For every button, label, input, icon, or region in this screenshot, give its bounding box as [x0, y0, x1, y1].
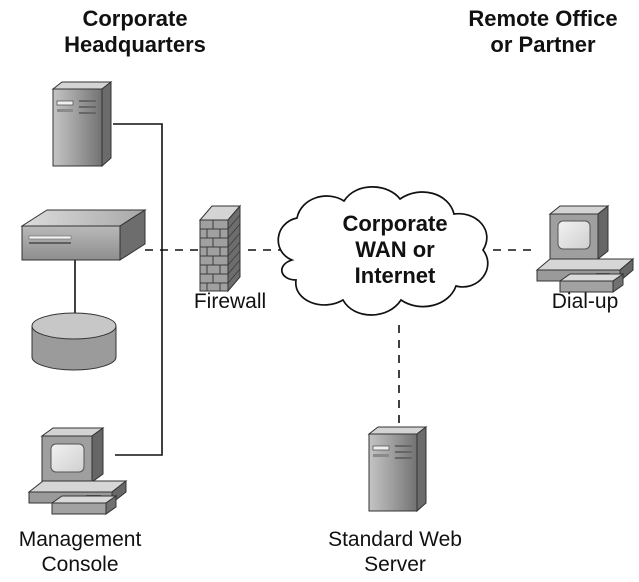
- tower-server-icon: [367, 425, 428, 513]
- solid-links: [74, 123, 163, 456]
- management-console-label: Management Console: [18, 528, 142, 576]
- dashed-links: [145, 249, 537, 425]
- firewall-label: Firewall: [193, 290, 267, 313]
- headquarters-label: Corporate Headquarters: [64, 6, 206, 57]
- workstation-icon: [535, 204, 635, 293]
- remote-office-label: Remote Office or Partner: [468, 6, 618, 57]
- database-icon: [31, 312, 117, 371]
- cloud-label: Corporate WAN or Internet: [342, 211, 448, 288]
- rack-device-icon: [20, 209, 147, 261]
- dialup-label: Dial-up: [551, 290, 619, 313]
- brick-firewall-icon: [198, 204, 242, 293]
- hq-backbone-line: [113, 123, 163, 456]
- cloud-icon: [277, 186, 489, 316]
- web-server-label: Standard Web Server: [328, 528, 462, 576]
- tower-server-icon: [51, 80, 113, 168]
- workstation-icon: [27, 427, 128, 515]
